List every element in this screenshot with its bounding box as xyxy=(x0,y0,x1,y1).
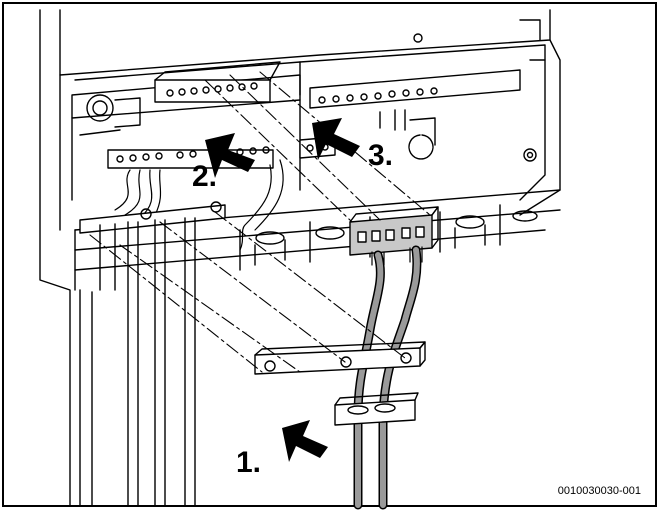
upper-terminal-strip-left xyxy=(154,61,281,103)
step-2-label: 2. xyxy=(192,160,218,193)
cable-entry-rail xyxy=(74,189,561,291)
arrows xyxy=(205,118,360,462)
installed-strain-relief xyxy=(79,201,226,506)
loose-strain-relief xyxy=(254,341,426,426)
diagram-frame xyxy=(2,2,657,507)
cables xyxy=(353,245,423,510)
alignment-lines xyxy=(89,71,431,373)
step-3-label: 3. xyxy=(368,139,394,172)
step-1-label: 1. xyxy=(236,446,262,479)
figure-id: 0010030030-001 xyxy=(557,485,641,497)
plug-connector xyxy=(349,206,439,256)
